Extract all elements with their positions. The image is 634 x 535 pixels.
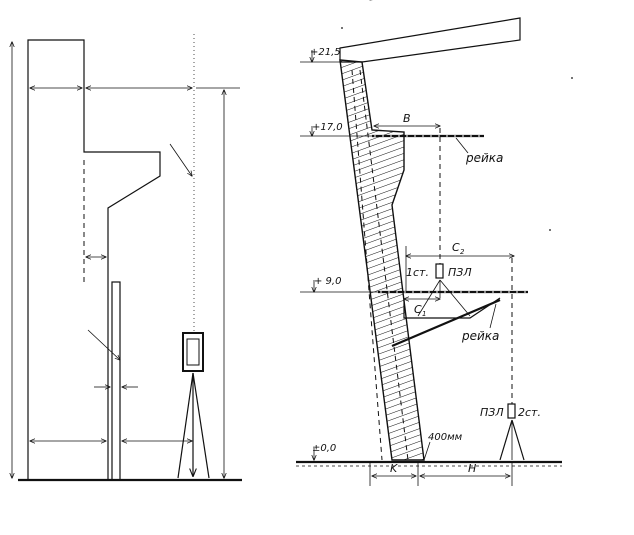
label-C1-sub: 1 [422,310,426,318]
label-H: H [468,462,476,475]
left-tower-outline [27,39,161,480]
label-C1: C [414,303,422,316]
stray-dot-3 [549,229,551,231]
top-rail-label: рейка [465,151,503,165]
left-instrument-window [186,338,200,366]
level-label-0-0: ±0,0 [312,443,336,454]
tower-dashed-edge-1 [359,69,409,461]
tilted-tower-hatched [339,59,425,461]
tower-dashed-edge-2 [351,69,383,461]
stray-dot-2 [571,77,573,79]
label-K: K [390,462,398,475]
leader-400mm [423,441,431,461]
level-label-9-0: + 9,0 [314,276,341,287]
left-leader-strip [87,329,120,360]
station1-sight-right [439,279,471,317]
label-C2-sub: 2 [460,248,465,256]
label-C2: C [452,241,460,254]
top-rail-leader [455,137,469,154]
left-diagram [12,34,242,482]
left-tripod-leg-left [177,372,194,479]
stray-dot-1 [341,27,343,29]
station2-tripod-right [511,419,525,461]
station2-tripod-left [499,419,513,461]
bottom-rail [391,298,501,348]
left-tripod-leg-right [192,372,210,479]
pzl2-label: ПЗЛ [480,406,504,419]
right-diagram: +21,5 +17,0 + 9,0 ±0,0 рейка B C 2 1ст. … [296,0,573,486]
station2-instrument [507,403,516,419]
station1-instrument [435,263,444,279]
station2-label: 2ст. [518,406,541,419]
station1-label: 1ст. [406,266,429,279]
left-instrument-box [182,332,204,372]
left-strip [111,281,121,481]
level-label-17-0: +17,0 [312,122,343,133]
level-label-21-5: +21,5 [310,47,341,58]
bottom-rail-leader [489,303,497,329]
bottom-rail-label: рейка [461,329,499,343]
roof-beam [339,17,521,63]
label-400mm: 400мм [428,432,463,443]
label-B: B [403,112,411,125]
middle-bracket [403,297,501,319]
pzl1-label: ПЗЛ [448,266,472,279]
left-leader-top [169,143,192,176]
